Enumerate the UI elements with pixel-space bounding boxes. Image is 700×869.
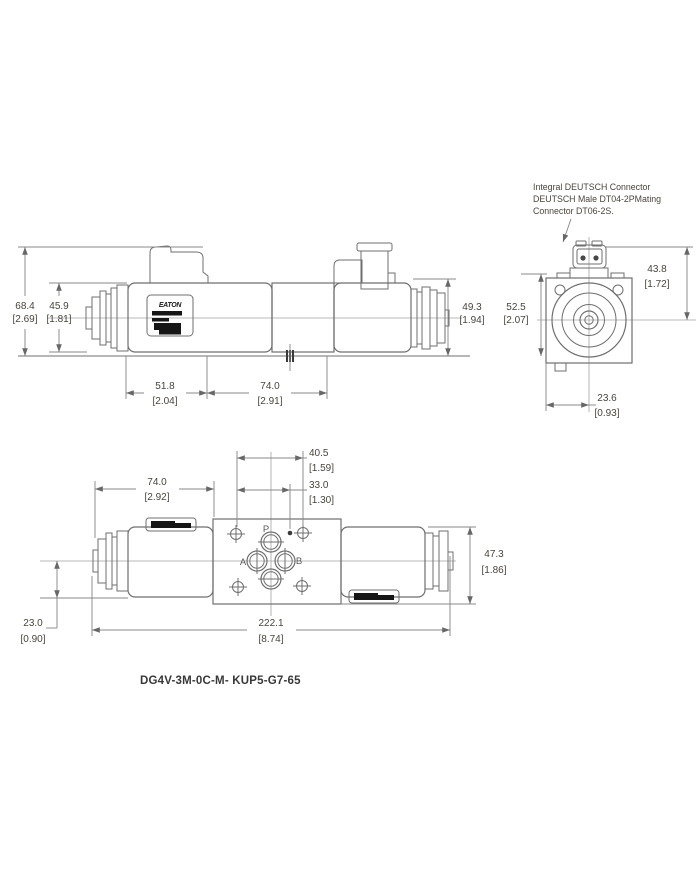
dim-connector-height: 43.8 [1.72]: [606, 246, 693, 321]
bolt-holes: [227, 524, 312, 596]
dim-top-body-width: 47.3 [1.86]: [341, 526, 507, 605]
dim-top-center-offset-mm: 23.0: [23, 618, 43, 629]
connector-note-line2: DEUTSCH Male DT04-2PMating: [533, 194, 661, 204]
dim-overall-length: 222.1 [8.74]: [91, 556, 451, 645]
dim-top-length-left-mm: 74.0: [147, 477, 167, 488]
top-right-endcap-rings: [424, 530, 454, 592]
dim-body-height: 45.9 [1.81]: [46, 282, 127, 353]
valve-center-body: [271, 282, 335, 353]
port-label-b: B: [296, 556, 302, 567]
top-nameplate-right: [348, 589, 400, 604]
dim-end-center-offset: 23.6 [0.93]: [545, 363, 620, 419]
top-center-body: [212, 518, 342, 605]
dim-top-center-offset-in: [0.90]: [20, 634, 45, 645]
end-view-foot: [554, 362, 567, 372]
right-deutsch-connector-profile: [333, 242, 396, 290]
dim-connector-height-in: [1.72]: [644, 279, 669, 290]
connector-note-line3: Connector DT06-2S.: [533, 206, 614, 216]
connector-pin-right: [593, 255, 599, 261]
end-view-top-tab-right: [610, 272, 625, 279]
dim-total-height-right-mm: 52.5: [506, 302, 526, 313]
port-t: [260, 568, 282, 590]
port-label-p: P: [263, 524, 269, 535]
dim-top-center-offset: 23.0 [0.90]: [20, 560, 128, 645]
brand-logo: EATON: [159, 302, 183, 309]
dim-connector-height-mm: 43.8: [647, 264, 667, 275]
dim-length-left-section: 51.8 [2.04]: [125, 356, 328, 407]
dim-length-center-section-in: [2.91]: [257, 396, 282, 407]
dim-length-center-section: 74.0 [2.91]: [206, 381, 328, 407]
dim-bolt-span-mm: 40.5: [309, 448, 329, 459]
port-label-a: A: [240, 557, 247, 568]
top-right-solenoid-body: [340, 526, 426, 598]
dim-body-height-in: [1.81]: [46, 314, 71, 325]
port-b: [274, 550, 296, 572]
dim-length-center-section-mm: 74.0: [260, 381, 280, 392]
dim-port-span: 33.0 [1.30]: [236, 480, 334, 529]
dim-port-span-in: [1.30]: [309, 495, 334, 506]
dim-length-left-section-mm: 51.8: [155, 381, 175, 392]
dim-overall-length-in: [8.74]: [258, 634, 283, 645]
dim-overall-height-in: [2.69]: [12, 314, 37, 325]
dim-length-left-section-in: [2.04]: [152, 396, 177, 407]
model-number: DG4V-3M-0C-M- KUP5-G7-65: [140, 675, 301, 687]
dim-top-body-width-mm: 47.3: [484, 549, 504, 560]
orifice-dot: [287, 530, 293, 536]
right-solenoid-body: [333, 282, 412, 353]
side-view: EATON: [12, 242, 547, 407]
dim-overall-length-mm: 222.1: [258, 618, 283, 629]
dim-end-center-offset-mm: 23.6: [597, 393, 617, 404]
top-nameplate-left: [145, 517, 197, 532]
end-view-corner-hole-left: [554, 284, 566, 296]
top-left-solenoid-body: [127, 526, 214, 598]
dim-end-center-offset-in: [0.93]: [594, 408, 619, 419]
nameplate: EATON: [146, 294, 194, 337]
left-deutsch-connector-profile: [149, 245, 209, 284]
dim-top-length-left: 74.0 [2.92]: [94, 477, 215, 538]
right-endcap-rings: [410, 286, 450, 350]
port-p: [260, 531, 282, 553]
dim-top-body-width-in: [1.86]: [481, 565, 506, 576]
dim-solenoid-height-in: [1.94]: [459, 315, 484, 326]
port-a: [246, 550, 268, 572]
left-endcap-rings: [85, 284, 129, 352]
dim-total-height-right-in: [2.07]: [503, 315, 528, 326]
dim-bolt-span-in: [1.59]: [309, 463, 334, 474]
top-left-endcap-rings: [92, 530, 129, 592]
dim-overall-height-mm: 68.4: [15, 301, 35, 312]
end-view-corner-hole-right: [612, 284, 624, 296]
port-pattern: P A B: [240, 524, 302, 590]
dim-port-span-mm: 33.0: [309, 480, 329, 491]
dim-total-height-right: 52.5 [2.07]: [503, 273, 547, 357]
locating-pin-mark: [286, 344, 294, 371]
dim-overall-height: 68.4 [2.69]: [12, 246, 203, 357]
end-view: Integral DEUTSCH Connector DEUTSCH Male …: [533, 182, 696, 419]
dim-body-height-mm: 45.9: [49, 301, 69, 312]
deutsch-connector: [569, 240, 609, 279]
dim-solenoid-height: 49.3 [1.94]: [413, 278, 485, 357]
connector-pin-left: [580, 255, 586, 261]
dim-solenoid-height-mm: 49.3: [462, 302, 482, 313]
solenoid-concentric-rings: [551, 282, 627, 358]
left-solenoid-body: [127, 282, 273, 353]
end-view-top-tab-left: [556, 272, 571, 279]
connector-note-line1: Integral DEUTSCH Connector: [533, 182, 650, 192]
note-leader-line: [562, 218, 572, 243]
top-view: P A B 74.0 [2.92]: [20, 448, 506, 645]
connector-note: Integral DEUTSCH Connector DEUTSCH Male …: [533, 182, 661, 243]
dim-top-length-left-in: [2.92]: [144, 492, 169, 503]
